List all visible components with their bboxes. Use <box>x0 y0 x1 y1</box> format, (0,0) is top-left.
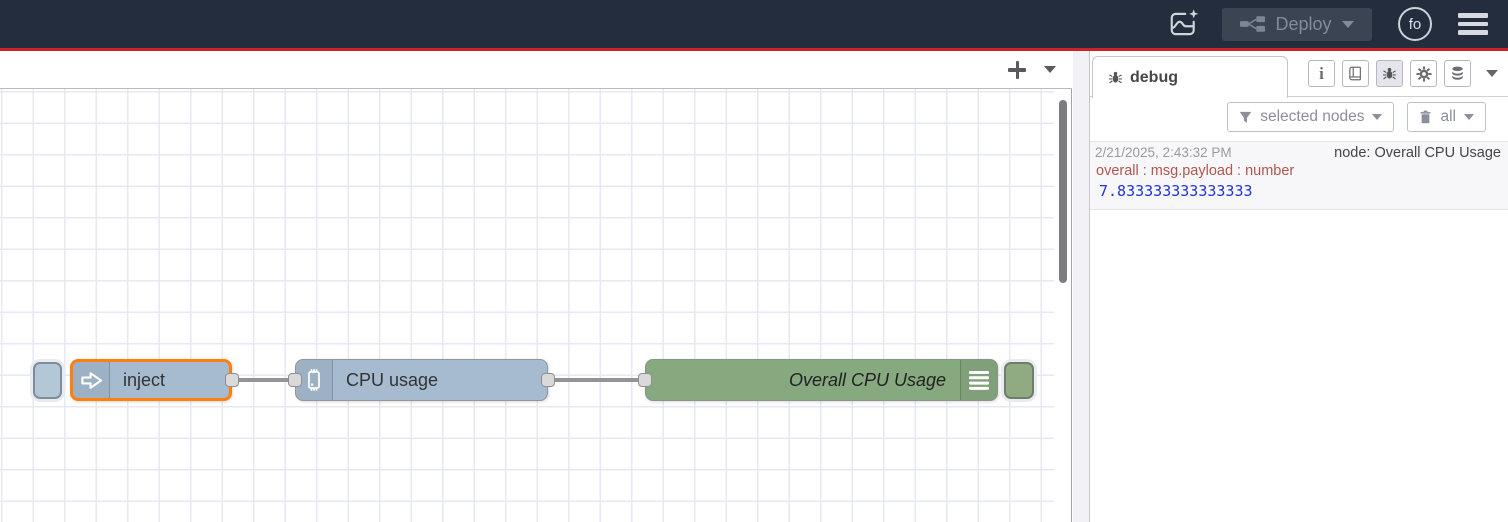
config-nodes-tab-button[interactable] <box>1410 60 1437 87</box>
funnel-icon <box>1239 111 1252 124</box>
add-flow-button[interactable] <box>1008 60 1026 79</box>
inject-arrow-icon <box>73 362 110 398</box>
message-source-node[interactable]: node: Overall CPU Usage <box>1334 145 1501 161</box>
node-inject-label: inject <box>123 369 166 390</box>
filter-caret-icon <box>1372 114 1383 120</box>
wire-cpu-to-debug[interactable] <box>546 378 647 382</box>
port-cpu-input[interactable] <box>288 373 302 387</box>
debug-message[interactable]: 2/21/2025, 2:43:32 PM node: Overall CPU … <box>1090 141 1508 210</box>
header-bar: Deploy fo <box>0 0 1508 48</box>
deploy-button-label: Deploy <box>1275 13 1332 34</box>
gear-icon <box>1415 65 1432 82</box>
tab-debug[interactable]: debug <box>1092 56 1288 98</box>
help-tab-button[interactable] <box>1342 60 1369 87</box>
filter-nodes-dropdown[interactable]: selected nodes <box>1227 102 1395 132</box>
bug-icon <box>1108 70 1123 85</box>
message-timestamp: 2/21/2025, 2:43:32 PM <box>1095 145 1232 160</box>
sidebar-header: debug i <box>1090 51 1508 98</box>
port-debug-input[interactable] <box>638 373 652 387</box>
flow-assistant-icon[interactable] <box>1164 5 1202 43</box>
deploy-button[interactable]: Deploy <box>1222 7 1372 41</box>
node-inject[interactable]: inject <box>70 359 232 401</box>
clear-messages-label: all <box>1440 108 1456 125</box>
node-cpu-usage-label: CPU usage <box>346 369 439 390</box>
user-avatar[interactable]: fo <box>1398 7 1432 41</box>
port-cpu-output[interactable] <box>541 373 555 387</box>
inject-trigger-button[interactable] <box>33 362 62 399</box>
node-debug-label: Overall CPU Usage <box>788 369 946 390</box>
debug-enable-toggle-button[interactable] <box>1004 362 1034 399</box>
clear-caret-icon <box>1464 114 1474 120</box>
context-data-tab-button[interactable] <box>1444 60 1471 87</box>
main-menu-icon[interactable] <box>1458 13 1488 35</box>
filter-nodes-label: selected nodes <box>1260 108 1365 125</box>
deploy-caret-icon[interactable] <box>1341 20 1354 28</box>
header-accent-line <box>0 48 1508 51</box>
canvas-grid <box>0 89 1054 522</box>
clear-messages-dropdown[interactable]: all <box>1407 102 1486 132</box>
flow-canvas[interactable]: inject CPU usage Overall CPU Usage <box>0 89 1072 522</box>
info-tab-button[interactable]: i <box>1308 60 1335 87</box>
canvas-vertical-scrollbar[interactable] <box>1059 100 1067 283</box>
info-icon: i <box>1319 64 1324 83</box>
port-inject-output[interactable] <box>225 373 239 387</box>
debug-output-icon <box>960 360 997 400</box>
debug-message-list: 2/21/2025, 2:43:32 PM node: Overall CPU … <box>1090 137 1508 522</box>
header-actions: Deploy fo <box>1164 0 1508 48</box>
node-cpu-usage[interactable]: CPU usage <box>295 359 548 401</box>
bug-icon <box>1382 66 1397 81</box>
trash-icon <box>1419 110 1432 124</box>
database-icon <box>1450 66 1465 81</box>
deploy-icon <box>1240 16 1266 32</box>
avatar-initials: fo <box>1408 15 1422 33</box>
cpu-chip-icon <box>296 360 333 400</box>
sidebar-menu-caret-icon[interactable] <box>1486 70 1498 77</box>
sidebar-splitter[interactable] <box>1073 51 1090 522</box>
book-icon <box>1348 66 1363 81</box>
node-debug-overall-cpu[interactable]: Overall CPU Usage <box>645 359 998 401</box>
debug-tab-button[interactable] <box>1376 60 1403 87</box>
message-value[interactable]: 7.833333333333333 <box>1099 182 1253 200</box>
flow-list-caret-icon[interactable] <box>1044 66 1056 73</box>
workspace-tabbar <box>0 51 1072 89</box>
wire-inject-to-cpu[interactable] <box>230 378 297 382</box>
sidebar-toolbar: i <box>1308 60 1498 87</box>
message-property-path[interactable]: overall : msg.payload : number <box>1096 163 1295 179</box>
debug-filter-toolbar: selected nodes all <box>1090 97 1508 137</box>
debug-sidebar: debug i <box>1090 51 1508 522</box>
tab-debug-label: debug <box>1130 68 1178 86</box>
